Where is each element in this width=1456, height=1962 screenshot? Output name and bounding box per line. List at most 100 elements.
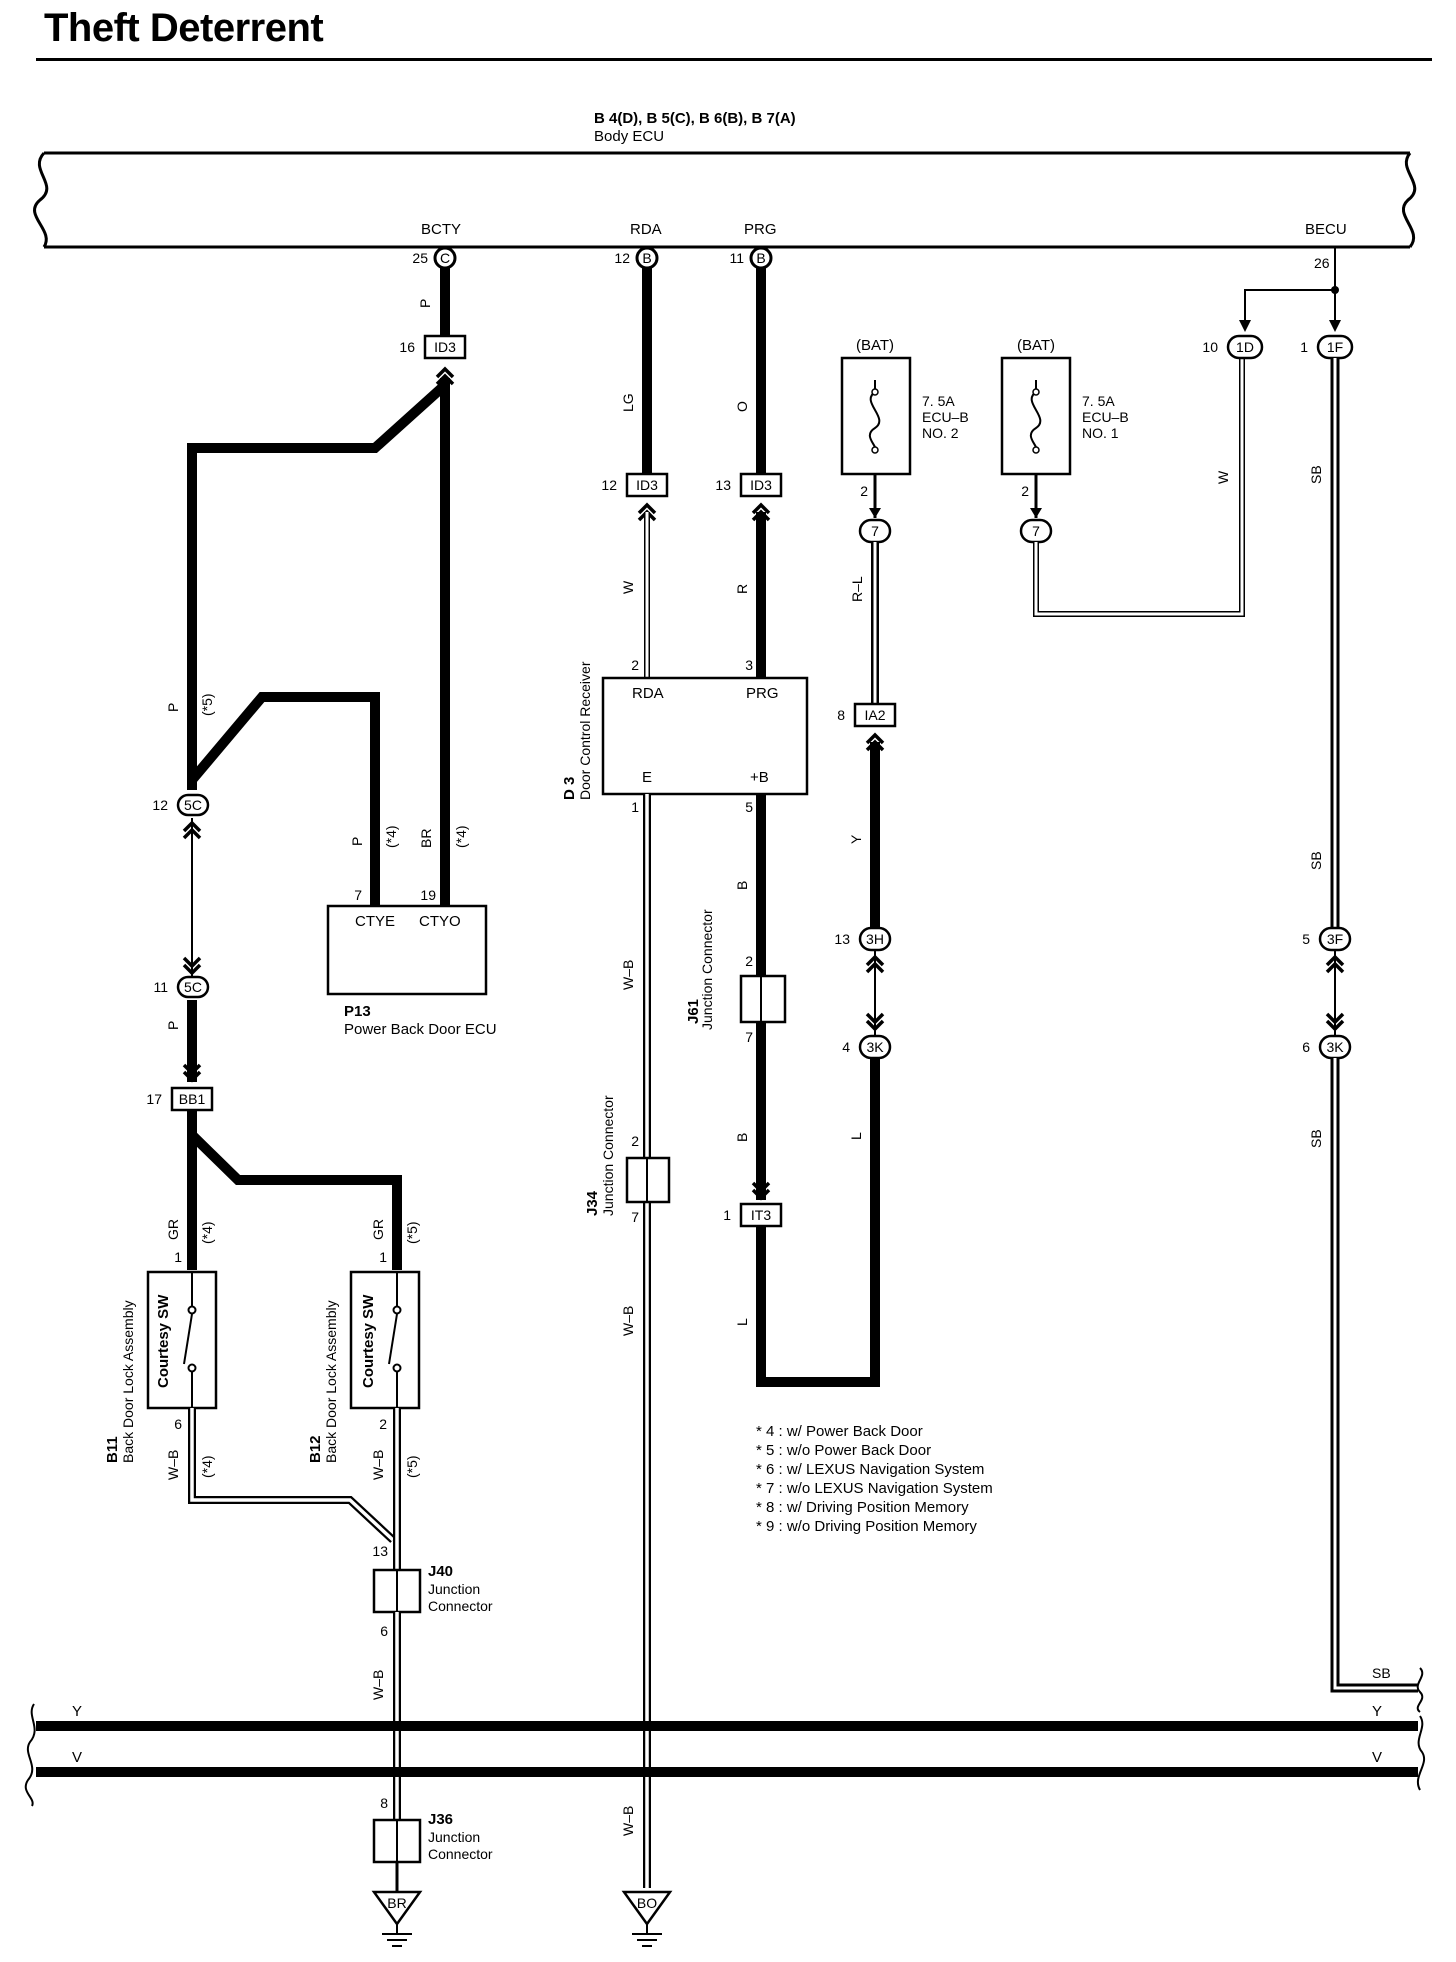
- ecu-pin-becu: 26: [1314, 255, 1330, 271]
- body-ecu: B 4(D), B 5(C), B 6(B), B 7(A) Body ECU …: [33, 110, 1417, 249]
- wire-note-5c: (*5): [404, 1455, 420, 1478]
- connector-7-a: 7: [858, 518, 892, 544]
- conn-pin: 1: [723, 1207, 731, 1223]
- b12-pin-bot: 2: [379, 1416, 387, 1432]
- connector-ia2-8: IA2 8: [837, 702, 897, 728]
- ecu-pin-rda: B 12: [614, 246, 659, 270]
- wire-color-wb6: W–B: [620, 1806, 636, 1836]
- fuse-source: (BAT): [1017, 337, 1055, 354]
- bus-y-left: Y: [72, 1703, 82, 1720]
- terminal-becu: BECU: [1305, 221, 1347, 238]
- fuse-name: ECU–B: [1082, 409, 1129, 425]
- wire-note-5a: (*5): [199, 693, 215, 716]
- wire-color-b2: B: [734, 1133, 750, 1142]
- b11-code: B11: [104, 1436, 121, 1463]
- conn-pin: 11: [153, 979, 168, 995]
- bus-y-v: Y Y V V: [24, 1703, 1425, 1807]
- pin-conn: C: [440, 250, 450, 266]
- wire-color-gr2: GR: [370, 1219, 386, 1240]
- note-item: * 5 : w/o Power Back Door: [756, 1442, 931, 1459]
- wire-color-p2: P: [165, 703, 181, 712]
- conn-name: IT3: [751, 1207, 771, 1223]
- p13-pin-ctye: 7: [354, 887, 362, 903]
- conn-pin: 4: [842, 1039, 850, 1055]
- wire-color-rl: R–L: [849, 576, 865, 602]
- fuse-ecu-b-no1: (BAT) 7. 5A ECU–B NO. 1 2: [1000, 337, 1129, 499]
- wire-l-loop: [756, 1058, 880, 1387]
- wire-color-p3: P: [349, 837, 365, 846]
- fuse-rating: 7. 5A: [922, 393, 955, 409]
- conn-name: ID3: [434, 339, 456, 355]
- note-item: * 6 : w/ LEXUS Navigation System: [756, 1461, 984, 1478]
- conn-pin: 1: [1300, 339, 1308, 355]
- pin-num: 11: [729, 250, 744, 266]
- wire-note-5b: (*5): [404, 1221, 420, 1244]
- b12-pin-top: 1: [379, 1249, 387, 1265]
- wire-color-l1: L: [848, 1132, 864, 1140]
- connector-5c-11: 5C 11: [153, 975, 210, 999]
- b12-name: Back Door Lock Assembly: [323, 1300, 339, 1463]
- wire-bcty-p: [187, 268, 455, 908]
- wire-color-o: O: [734, 401, 750, 412]
- terminal-bcty: BCTY: [421, 221, 461, 238]
- j34-code: J34: [584, 1190, 601, 1216]
- connector-id3-12: ID3 12: [601, 472, 669, 498]
- pin-conn: B: [642, 250, 651, 266]
- p13-code: P13: [344, 1003, 371, 1020]
- wire-note-4c: (*4): [199, 1221, 215, 1244]
- j40-name1: Junction: [428, 1581, 480, 1597]
- j40-code: J40: [428, 1563, 453, 1580]
- fuse-ecu-b-no2: (BAT) 7. 5A ECU–B NO. 2 2: [840, 337, 969, 499]
- conn-name: IA2: [864, 707, 885, 723]
- j40-pin-top: 13: [372, 1543, 388, 1559]
- j61-junction-connector: 2 7 J61 Junction Connector: [685, 909, 787, 1045]
- wire-note-4a: (*4): [383, 825, 399, 848]
- wire-color-sb1: SB: [1308, 465, 1324, 484]
- b12-back-door-lock-assembly: 1 2 Courtesy SW B12 Back Door Lock Assem…: [307, 1249, 421, 1463]
- note-item: * 4 : w/ Power Back Door: [756, 1423, 923, 1440]
- wire-color-wb5: W–B: [370, 1670, 386, 1700]
- wire-color-y: Y: [848, 834, 864, 844]
- d3-name: Door Control Receiver: [577, 661, 593, 800]
- j34-junction-connector: 2 7 J34 Junction Connector: [584, 1095, 671, 1225]
- conn-pin: 16: [399, 339, 415, 355]
- conn-name: 5C: [184, 979, 202, 995]
- p13-pin-ctyo: 19: [420, 887, 436, 903]
- fuse-num: NO. 1: [1082, 425, 1119, 441]
- ground-label: BR: [387, 1895, 406, 1911]
- d3-pin-e: 1: [631, 799, 639, 815]
- wire-color-br: BR: [418, 829, 434, 848]
- conn-name: ID3: [636, 477, 658, 493]
- fuse-pin: 2: [1021, 483, 1029, 499]
- d3-plus-b: +B: [750, 769, 769, 786]
- wire-color-gr1: GR: [165, 1219, 181, 1240]
- conn-name: 7: [1032, 523, 1040, 539]
- b11-pin-bot: 6: [174, 1416, 182, 1432]
- j36-name2: Connector: [428, 1846, 493, 1862]
- conn-pin: 13: [715, 477, 731, 493]
- fuse-pin: 2: [860, 483, 868, 499]
- b12-code: B12: [307, 1435, 324, 1463]
- wire-color-lg: LG: [620, 393, 636, 412]
- bus-v-left: V: [72, 1749, 82, 1766]
- wire-gr2: [188, 1131, 402, 1270]
- j36-junction-connector: 8 J36 Junction Connector: [372, 1795, 493, 1864]
- pin-conn: B: [756, 250, 765, 266]
- title-rule: [36, 58, 1432, 61]
- conn-pin: 5: [1302, 931, 1310, 947]
- b11-sw: Courtesy SW: [155, 1294, 172, 1388]
- connector-3k-4: 3K 4: [842, 1034, 892, 1060]
- note-item: * 9 : w/o Driving Position Memory: [756, 1518, 977, 1535]
- j34-pin-bot: 7: [631, 1209, 639, 1225]
- b11-back-door-lock-assembly: 1 6 Courtesy SW B11 Back Door Lock Assem…: [104, 1249, 218, 1463]
- connector-5c-12: 5C 12: [152, 793, 210, 817]
- wire-wb-b11: [188, 1408, 396, 1543]
- wire-color-p4: P: [165, 1021, 181, 1030]
- d3-door-control-receiver: RDA PRG E +B 2 3 1 5 D 3 Door Control Re…: [561, 657, 809, 815]
- connector-1d-10: 1D 10: [1202, 334, 1264, 360]
- wire-color-w2: W: [1215, 470, 1231, 484]
- wire-color-l2: L: [734, 1318, 750, 1326]
- conn-name: 5C: [184, 797, 202, 813]
- d3-prg: PRG: [746, 685, 779, 702]
